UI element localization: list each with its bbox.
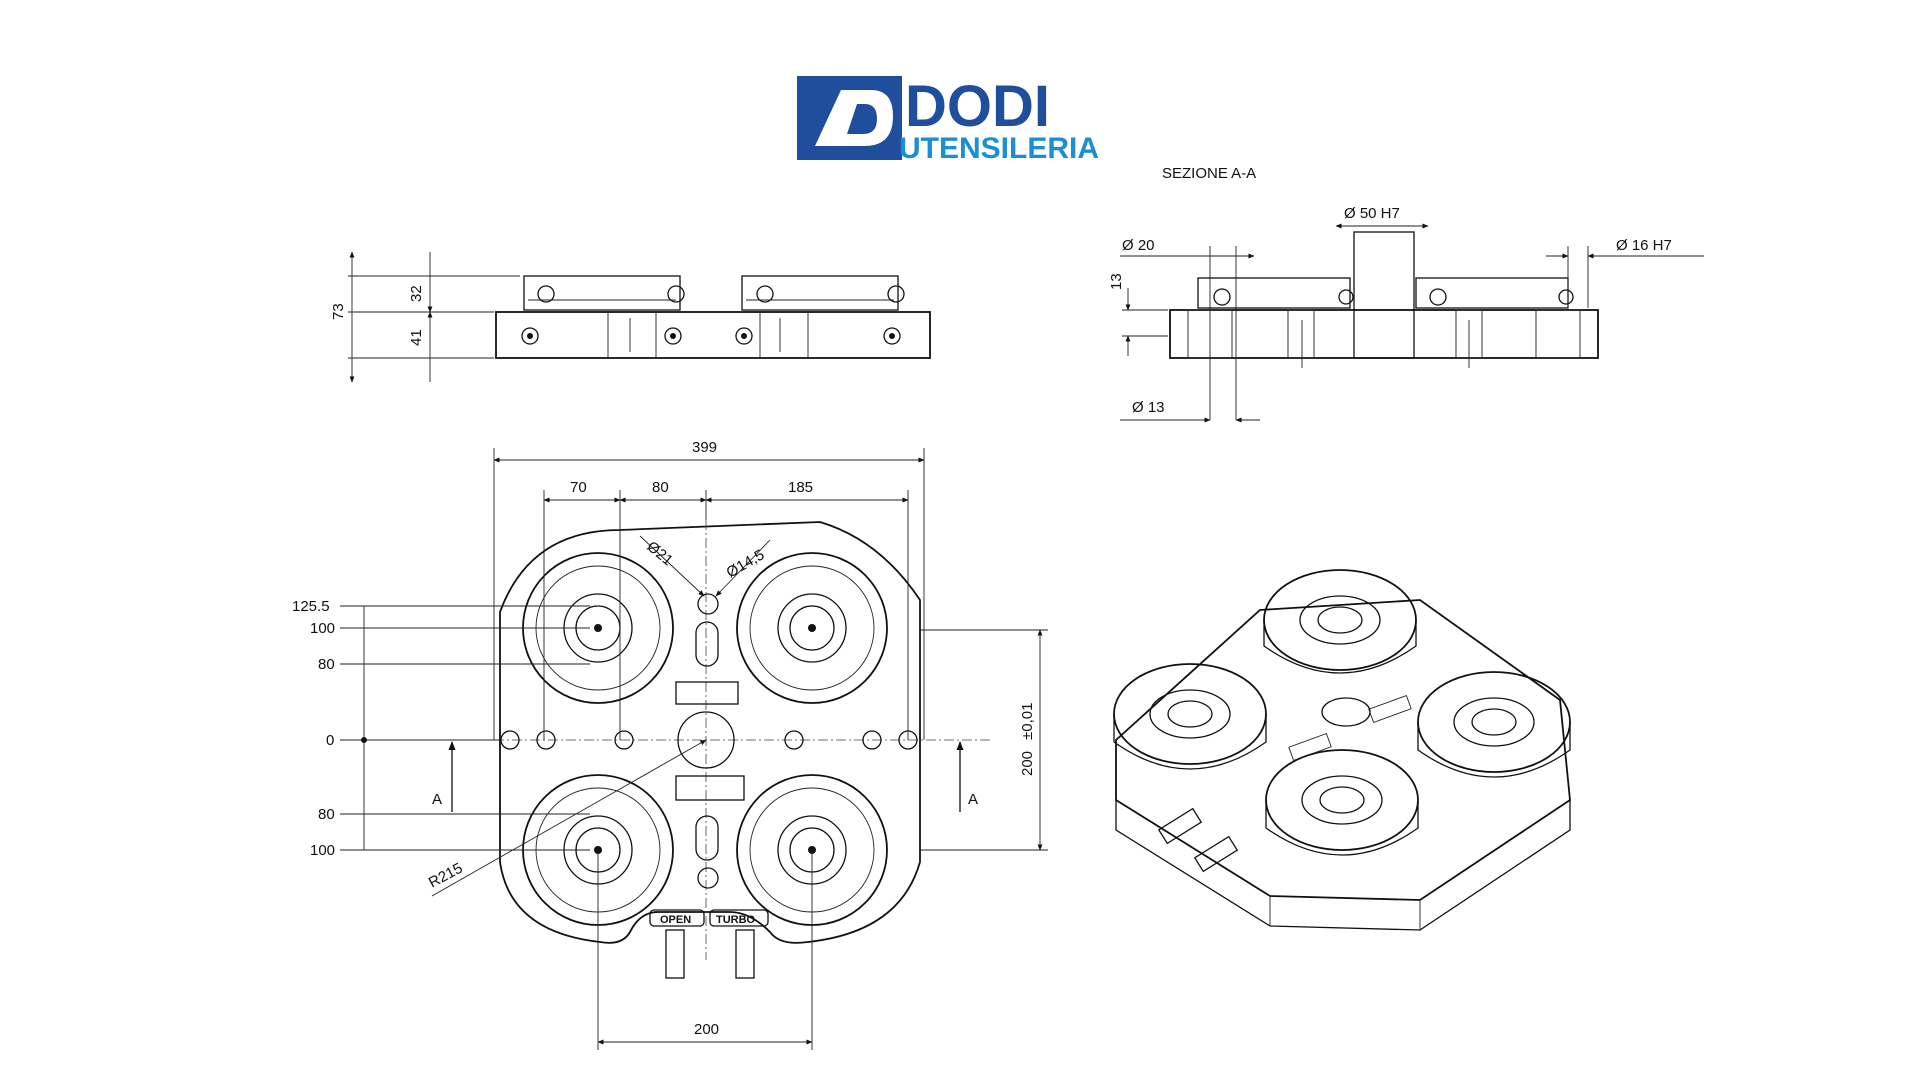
port-open: OPEN: [649, 909, 705, 979]
dim-y-80-top: 80: [318, 656, 335, 673]
dim-v200: 200: [1019, 751, 1036, 776]
iso-module-front: [1265, 749, 1419, 856]
dim-y-100-bottom: 100: [310, 842, 335, 859]
port-open-label: OPEN: [660, 914, 691, 926]
dim-r215: R215: [426, 860, 466, 892]
side-module-left: [523, 275, 681, 311]
iso-ports: [1157, 807, 1239, 873]
dim-185: 185: [788, 479, 813, 496]
dim-width-399: 399: [692, 439, 717, 456]
dim-80: 80: [652, 479, 669, 496]
iso-module-right: [1417, 671, 1571, 778]
dim-h13: 13: [1108, 273, 1125, 290]
dim-d20: Ø 20: [1122, 237, 1155, 254]
section-view: SEZIONE A-A Ø 50 H7 Ø 20 Ø 16 H7 13: [1108, 165, 1704, 423]
top-base-plate: [499, 521, 921, 944]
iso-module-back: [1263, 569, 1417, 674]
side-view: 73 32 41: [330, 251, 931, 383]
side-screw: [521, 327, 901, 345]
dodi-logo: DODI UTENSILERIA: [797, 76, 1099, 160]
side-module-right: [741, 275, 899, 311]
port-turbo: TURBO: [709, 909, 769, 979]
port-turbo-label: TURBO: [716, 914, 756, 926]
dim-d50: Ø 50 H7: [1344, 205, 1400, 222]
dim-y-80-bottom: 80: [318, 806, 335, 823]
dim-y-125-5: 125.5: [292, 598, 330, 615]
module-top-right: [736, 552, 888, 704]
center-bore: [677, 711, 735, 769]
dim-h200: 200: [694, 1021, 719, 1038]
dim-70: 70: [570, 479, 587, 496]
dim-d13: Ø 13: [1132, 399, 1165, 416]
dim-v200-tolerance: ±0,01: [1019, 703, 1036, 740]
dim-y-100-top: 100: [310, 620, 335, 637]
dim-d21: Ø21: [643, 538, 676, 569]
section-mark-left: A: [432, 791, 442, 808]
center-label-plate: [675, 681, 739, 705]
top-view: OPEN TURBO 399 70 80 185 Ø21 Ø14,5: [292, 439, 1048, 1050]
section-base: [1169, 309, 1599, 359]
dim-d14-5: Ø14,5: [724, 546, 768, 581]
logo-brand: DODI: [905, 76, 1050, 139]
dim-side-bottom: 41: [408, 329, 425, 346]
dim-y-0: 0: [326, 732, 334, 749]
dim-d16: Ø 16 H7: [1616, 237, 1672, 254]
isometric-view: [1113, 569, 1571, 931]
section-mark-right: A: [968, 791, 978, 808]
section-module-right: [1415, 277, 1569, 309]
section-title: SEZIONE A-A: [1162, 165, 1256, 182]
section-module-left: [1197, 277, 1351, 309]
dim-side-top: 32: [408, 285, 425, 302]
iso-module-left: [1113, 663, 1267, 770]
iso-center-bore: [1321, 697, 1371, 727]
side-base-plate: [495, 311, 931, 359]
section-center-bore: [1353, 231, 1415, 359]
dim-side-total: 73: [330, 303, 347, 320]
logo-tagline: UTENSILERIA: [899, 132, 1099, 160]
